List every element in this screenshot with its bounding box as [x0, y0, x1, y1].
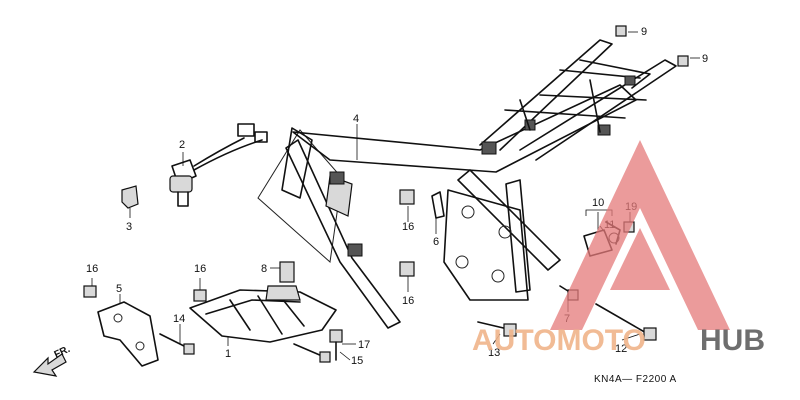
- switch-clamp: [121, 185, 139, 209]
- ignition-switch: [169, 123, 268, 207]
- callout-16-frame-upper: 16: [402, 221, 414, 233]
- callout-5: 5: [116, 283, 122, 295]
- front-arrow-icon: [32, 353, 67, 377]
- callout-15: 15: [351, 355, 363, 367]
- callout-9-top: 9: [641, 26, 647, 38]
- callout-12: 12: [615, 343, 627, 355]
- guard-bracket: [97, 301, 159, 367]
- callout-9-right: 9: [702, 53, 708, 65]
- engine-guard: [189, 285, 337, 343]
- front-direction-indicator: FR.: [32, 344, 72, 377]
- automotohub-watermark: AUTOMOTO HUB: [472, 140, 765, 357]
- callout-1: 1: [225, 348, 231, 360]
- callout-10: 10: [592, 197, 604, 209]
- callout-14: 14: [173, 313, 185, 325]
- watermark-triangle-logo: [550, 140, 730, 330]
- watermark-word-hub: HUB: [700, 324, 765, 357]
- front-label: FR.: [53, 344, 72, 361]
- frame-body: [257, 39, 677, 329]
- callout-2: 2: [179, 139, 185, 151]
- callout-3: 3: [126, 221, 132, 233]
- callout-16-frame-lower: 16: [402, 295, 414, 307]
- callout-8: 8: [261, 263, 267, 275]
- callout-16-bracket: 16: [86, 263, 98, 275]
- callout-4: 4: [353, 113, 359, 125]
- watermark-word-automoto: AUTOMOTO: [472, 324, 646, 357]
- callout-17: 17: [358, 339, 370, 351]
- fasteners: [83, 25, 689, 363]
- callout-16-guard: 16: [194, 263, 206, 275]
- callout-13: 13: [488, 347, 500, 359]
- diagram-code: KN4A— F2200 A: [594, 374, 677, 385]
- callout-6: 6: [433, 236, 439, 248]
